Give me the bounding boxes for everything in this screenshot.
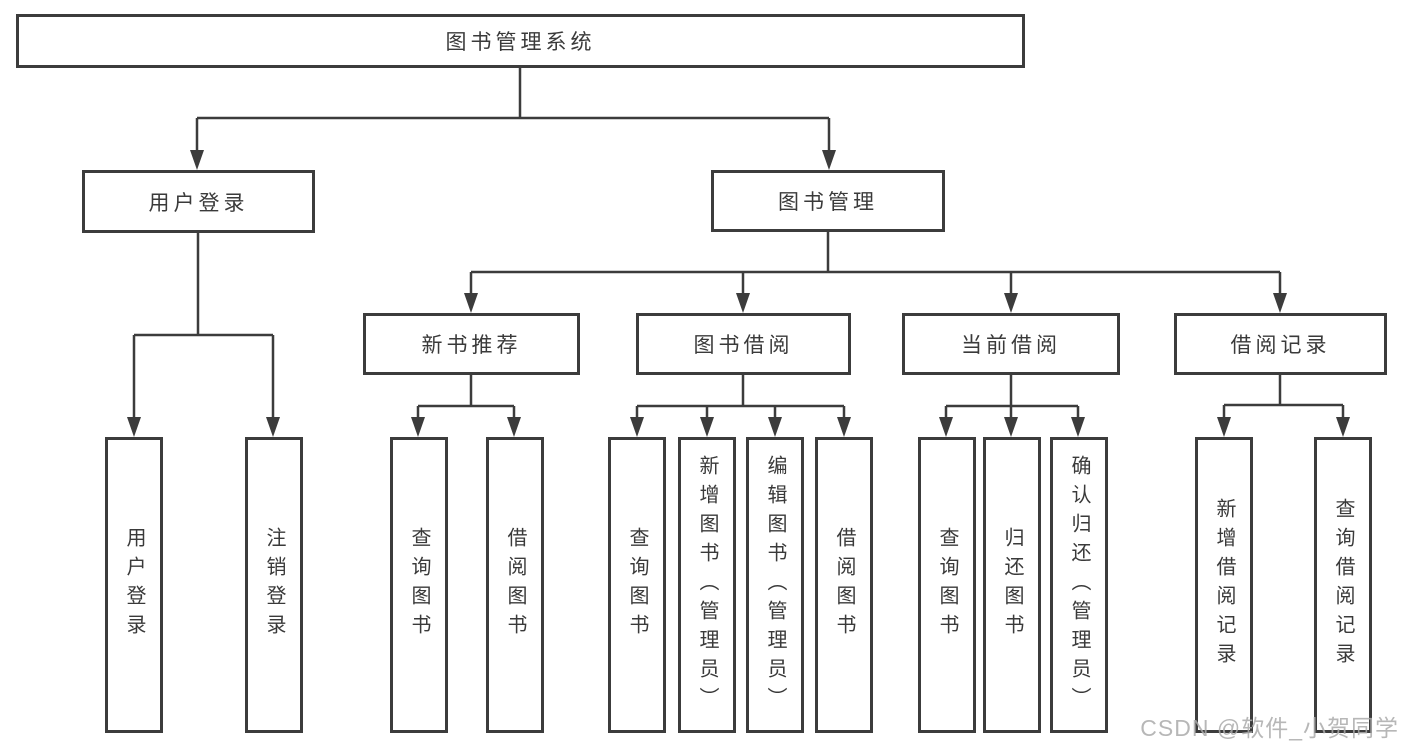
node-user-login: 用户登录 [82, 170, 315, 233]
connector-root-to-level2 [190, 68, 836, 170]
node-new-book-recommendation: 新书推荐 [363, 313, 580, 375]
connector-line [944, 375, 1080, 425]
arrowhead-down-icon [1336, 417, 1350, 437]
connector-line [1222, 375, 1345, 425]
connector-new-book-to-leaves [411, 375, 521, 437]
arrowhead-down-icon [1004, 293, 1018, 313]
leaf-borrow-books-borrowing-label: 借阅图书 [833, 527, 855, 643]
arrowhead-down-icon [1217, 417, 1231, 437]
leaf-query-books-borrowing: 查询图书 [608, 437, 666, 733]
node-library-management-system: 图书管理系统 [16, 14, 1025, 68]
arrowhead-down-icon [127, 417, 141, 437]
leaf-logout-label: 注销登录 [263, 527, 285, 643]
node-borrowing-records-label: 借阅记录 [1230, 334, 1331, 357]
leaf-return-books-label: 归还图书 [1001, 527, 1023, 643]
leaf-return-books: 归还图书 [983, 437, 1041, 733]
arrowhead-down-icon [837, 417, 851, 437]
node-current-borrowing-label: 当前借阅 [961, 334, 1061, 357]
arrowhead-down-icon [700, 417, 714, 437]
leaf-borrow-books-borrowing: 借阅图书 [815, 437, 873, 733]
node-book-borrowing-label: 图书借阅 [693, 334, 794, 357]
arrowhead-down-icon [822, 150, 836, 170]
node-book-borrowing: 图书借阅 [636, 313, 851, 375]
leaf-user-login: 用户登录 [105, 437, 163, 733]
connector-line [195, 68, 831, 158]
node-library-management-system-label: 图书管理系统 [445, 31, 596, 54]
leaf-add-borrow-record: 新增借阅记录 [1195, 437, 1253, 733]
leaf-confirm-return-admin-label: 确认归还（管理员） [1068, 454, 1090, 716]
arrowhead-down-icon [736, 293, 750, 313]
arrowhead-down-icon [939, 417, 953, 437]
connector-line [132, 233, 275, 425]
connector-line [469, 232, 1282, 301]
leaf-add-books-admin: 新增图书（管理员） [678, 437, 736, 733]
connector-line [416, 375, 516, 425]
connector-book-borrow-to-leaves [630, 375, 851, 437]
node-current-borrowing: 当前借阅 [902, 313, 1120, 375]
leaf-query-books-borrowing-label: 查询图书 [626, 527, 648, 643]
arrowhead-down-icon [464, 293, 478, 313]
node-book-management: 图书管理 [711, 170, 945, 232]
leaf-confirm-return-admin: 确认归还（管理员） [1050, 437, 1108, 733]
arrowhead-down-icon [190, 150, 204, 170]
arrowhead-down-icon [1273, 293, 1287, 313]
arrowhead-down-icon [1004, 417, 1018, 437]
leaf-edit-books-admin: 编辑图书（管理员） [746, 437, 804, 733]
leaf-query-borrow-record: 查询借阅记录 [1314, 437, 1372, 733]
connector-user-login-to-leaves [127, 233, 280, 437]
connector-book-management-to-level3 [464, 232, 1287, 313]
node-borrowing-records: 借阅记录 [1174, 313, 1387, 375]
arrowhead-down-icon [630, 417, 644, 437]
leaf-add-borrow-record-label: 新增借阅记录 [1213, 498, 1235, 672]
leaf-query-books-recommend-label: 查询图书 [408, 527, 430, 643]
arrowhead-down-icon [266, 417, 280, 437]
leaf-add-books-admin-label: 新增图书（管理员） [696, 454, 718, 716]
leaf-query-books-current: 查询图书 [918, 437, 976, 733]
node-new-book-recommendation-label: 新书推荐 [421, 334, 522, 357]
leaf-borrow-books-recommend: 借阅图书 [486, 437, 544, 733]
node-book-management-label: 图书管理 [778, 191, 878, 214]
leaf-query-books-current-label: 查询图书 [936, 527, 958, 643]
connector-current-borrow-to-leaves [939, 375, 1085, 437]
arrowhead-down-icon [507, 417, 521, 437]
arrowhead-down-icon [1071, 417, 1085, 437]
arrowhead-down-icon [411, 417, 425, 437]
connector-borrow-records-to-leaves [1217, 375, 1350, 437]
leaf-query-books-recommend: 查询图书 [390, 437, 448, 733]
leaf-edit-books-admin-label: 编辑图书（管理员） [764, 454, 786, 716]
leaf-logout: 注销登录 [245, 437, 303, 733]
csdn-watermark: CSDN @软件_小贺同学 [1140, 715, 1399, 741]
leaf-borrow-books-recommend-label: 借阅图书 [504, 527, 526, 643]
arrowhead-down-icon [768, 417, 782, 437]
leaf-query-borrow-record-label: 查询借阅记录 [1332, 498, 1354, 672]
leaf-user-login-label: 用户登录 [123, 527, 145, 643]
connector-line [635, 375, 846, 425]
node-user-login-label: 用户登录 [148, 191, 249, 215]
